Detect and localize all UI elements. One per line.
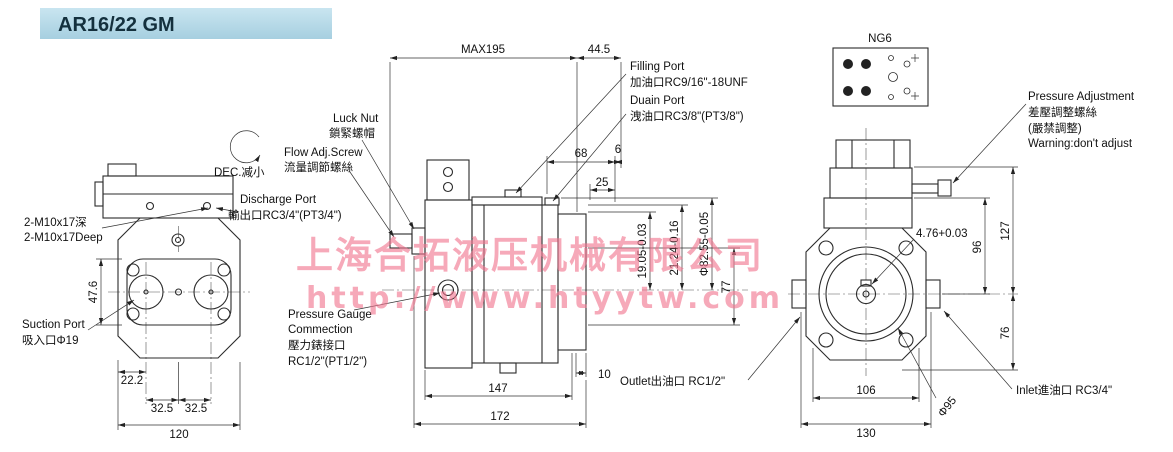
dim-front-offset: 22.2 (121, 375, 143, 387)
dim-147: 147 (488, 383, 507, 395)
dim-68: 68 (575, 148, 588, 160)
side-view-right-dimensions: 19.05-0.03 21.24-0.16 Φ82.55-0.05 77 (561, 197, 740, 326)
dim-front-width: 120 (169, 429, 188, 441)
dim-rear-44-5: 44.5 (588, 44, 610, 56)
dim-max-length: MAX195 (461, 44, 505, 56)
rear-view-geometry (791, 139, 952, 361)
title-bar: AR16/22 GM (40, 8, 332, 39)
label-suction-port-en: Suction Port (22, 319, 85, 331)
label-pressure-gauge-en2: Commection (288, 324, 353, 336)
watermark: 上海合拓液压机械有限公司 http://www.htyytw.com (296, 234, 784, 316)
rear-view-callouts: Pressure Adjustment 差壓調整螺絲 (嚴禁調整) Warnin… (943, 91, 1135, 397)
ng6-port-hole (843, 86, 853, 96)
watermark-company-name: 上海合拓液压机械有限公司 (296, 234, 764, 277)
side-view-callouts: Filling Port 加油口RC9/16"-18UNF Duain Port… (214, 61, 801, 388)
label-pressure-gauge-zh: 壓力錶接口 (288, 339, 346, 352)
label-flow-adj-screw-en: Flow Adj.Screw (284, 147, 363, 159)
dim-6: 6 (615, 144, 621, 156)
front-view-centerlines (108, 226, 250, 404)
dim-pilot-dia: Φ82.55-0.05 (699, 212, 711, 276)
side-view-geometry (389, 159, 587, 374)
label-pressure-gauge-en1: Pressure Gauge (288, 309, 372, 321)
ng6-port-pattern: NG6 (832, 33, 929, 107)
dim-77: 77 (721, 281, 733, 294)
label-pressure-adjustment-zh: 差壓調整螺絲 (1028, 105, 1097, 119)
label-filling-port-en: Filling Port (630, 61, 685, 73)
label-pressure-adjustment-warning-en: Warning:don't adjust (1028, 138, 1133, 150)
dim-106: 106 (856, 385, 875, 397)
dim-172: 172 (490, 411, 509, 423)
label-drain-port-zh: 洩油口RC3/8"(PT3/8") (630, 109, 744, 123)
dim-96: 96 (972, 241, 984, 254)
label-lock-nut-zh: 鎖緊螺帽 (329, 126, 375, 140)
title-bar-background (40, 8, 332, 39)
dim-shaft-key-height: 21.24-0.16 (669, 221, 681, 276)
dim-key-width: 4.76+0.03 (916, 228, 967, 240)
label-lock-nut-en: Luck Nut (333, 113, 379, 125)
rear-view-dimensions: 4.76+0.03 96 127 76 106 130 Φ95 (800, 166, 1018, 440)
dim-25: 25 (596, 177, 609, 189)
rotation-direction-arrow (229, 130, 261, 164)
dim-front-height: 47.6 (88, 281, 100, 303)
label-outlet-port: Outlet出油口 RC1/2" (620, 374, 725, 388)
label-drain-port-en: Duain Port (630, 95, 685, 107)
label-m10-en: 2-M10x17Deep (24, 232, 103, 244)
side-view-top-dimensions: MAX195 44.5 68 6 25 (389, 44, 622, 230)
label-suction-port-zh: 吸入口Φ19 (22, 334, 78, 347)
front-view-dimensions: 47.6 22.2 32.5 32.5 120 (88, 258, 241, 441)
label-pressure-adjustment-warning-zh: (嚴禁調整) (1028, 121, 1082, 135)
label-discharge-port-en: Discharge Port (240, 194, 317, 206)
dim-10: 10 (598, 369, 611, 381)
watermark-url: http://www.htyytw.com (306, 281, 784, 316)
label-filling-port-zh: 加油口RC9/16"-18UNF (630, 75, 748, 89)
page-title: AR16/22 GM (58, 14, 175, 36)
label-dec: DEC.减小 (214, 166, 265, 179)
front-view-callouts: 2-M10x17深 2-M10x17Deep Suction Port 吸入口Φ… (22, 207, 209, 347)
side-view-bottom-dimensions: 10 147 172 (413, 256, 611, 428)
label-inlet-port: Inlet進油口 RC3/4" (1016, 383, 1112, 397)
label-flow-adj-screw-zh: 流量調節螺絲 (284, 160, 353, 174)
ng6-port-hole (843, 59, 853, 69)
dim-127: 127 (1000, 221, 1012, 240)
label-m10-zh: 2-M10x17深 (24, 215, 87, 229)
ng6-port-hole (861, 86, 871, 96)
dim-front-pitch-right: 32.5 (185, 403, 207, 415)
label-pressure-gauge-size: RC1/2"(PT1/2") (288, 356, 367, 368)
label-discharge-port-zh: 輸出口RC3/4"(PT3/4") (228, 208, 342, 222)
dim-76: 76 (1000, 327, 1012, 340)
ng6-port-hole (861, 59, 871, 69)
label-pressure-adjustment-en: Pressure Adjustment (1028, 91, 1135, 103)
front-view-geometry (94, 163, 241, 359)
dim-130: 130 (856, 428, 875, 440)
label-ng6: NG6 (868, 33, 892, 45)
dim-dia-95: Φ95 (936, 395, 959, 420)
dim-shaft-dia: 19.05-0.03 (637, 224, 649, 279)
dim-front-pitch-left: 32.5 (151, 403, 173, 415)
